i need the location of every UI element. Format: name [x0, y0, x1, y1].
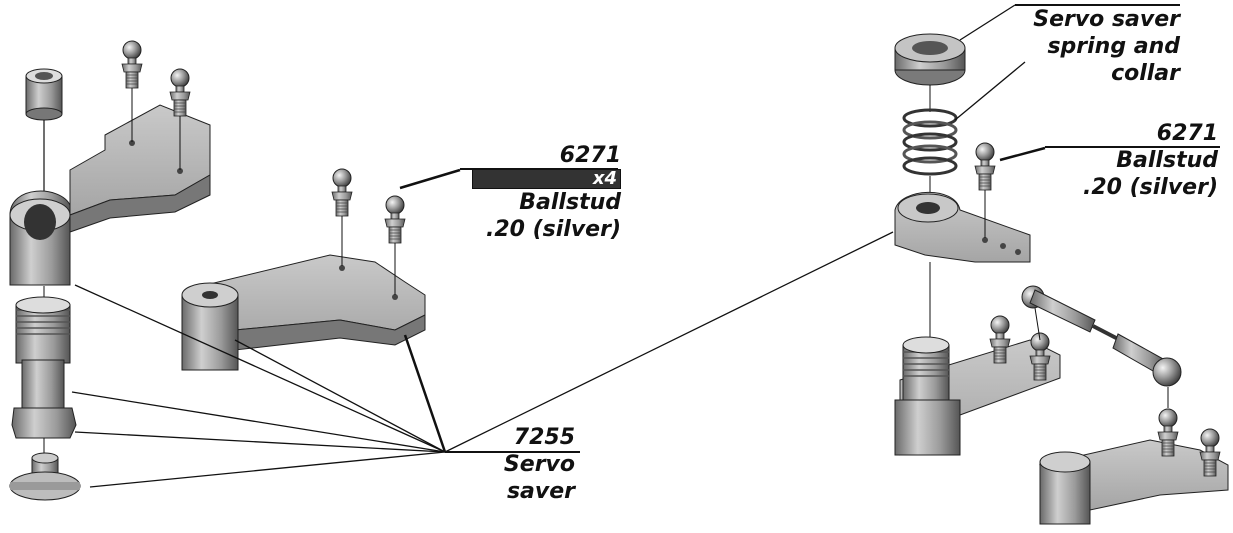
servo-saver-callout: 7255 Servo saver	[470, 424, 575, 505]
top-bushing	[25, 68, 63, 121]
leader-lines	[71, 4, 1046, 488]
bottom-washer	[9, 452, 81, 501]
linkage-rod	[1021, 285, 1182, 387]
assembled-servo-saver	[894, 336, 1061, 456]
spring-collar-line1: Servo saver	[1033, 7, 1180, 32]
ballstud-right-spec: .20 (silver)	[1082, 175, 1218, 200]
servo-saver-rule	[445, 451, 580, 453]
servo-saver-line1: Servo	[503, 452, 575, 477]
ballstud-right-callout: 6271 Ballstud .20 (silver)	[1040, 120, 1218, 201]
servo-saver-line2: saver	[506, 479, 575, 504]
ballstud-right-name: Ballstud	[1116, 148, 1218, 173]
spring-collar-line3: collar	[1111, 61, 1180, 86]
threaded-post	[11, 296, 77, 439]
center-servo-arm	[181, 254, 426, 371]
lower-servo-arm	[1038, 439, 1229, 525]
spring-collar-callout: Servo saver spring and collar	[1010, 6, 1180, 87]
ballstud-center-spec: .20 (silver)	[485, 217, 621, 242]
right-assembly	[894, 33, 1229, 525]
servo-saver-part-no: 7255	[513, 425, 575, 450]
ballstud-center-part-no: 6271	[559, 143, 621, 168]
ballstud-center-name: Ballstud	[519, 190, 621, 215]
left-servo-arm	[9, 104, 211, 286]
quantity-badge: x4	[472, 169, 621, 189]
spring	[902, 108, 958, 176]
right-servo-arm	[894, 191, 1031, 263]
ballstud-right-rule	[1045, 146, 1220, 148]
spring-collar-line2: spring and	[1047, 34, 1180, 59]
spring-collar-rule	[1015, 4, 1180, 6]
ballstud-right-part-no: 6271	[1156, 121, 1218, 146]
left-assembly	[9, 40, 211, 501]
